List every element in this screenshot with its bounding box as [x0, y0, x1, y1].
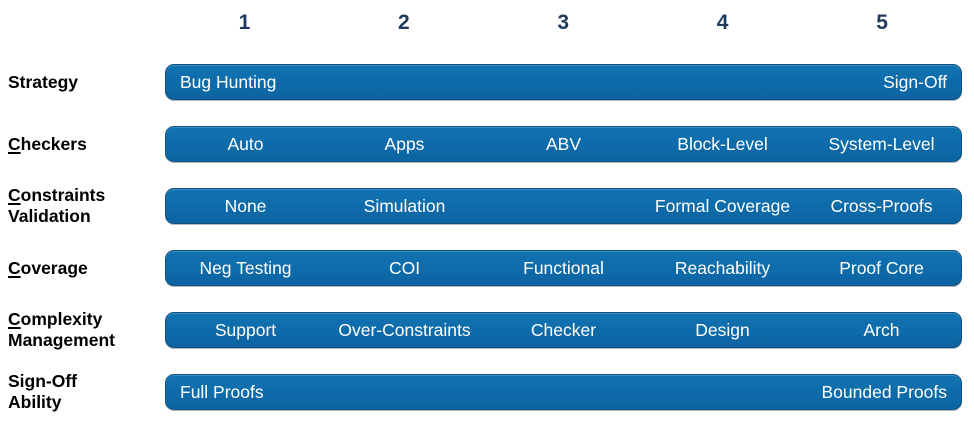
constraints-validation-level-4-value: Formal Coverage — [654, 195, 791, 216]
strategy-bar: Bug Hunting Sign-Off — [165, 64, 962, 100]
row-checkers: Checkers Auto Apps ABV Block-Level System-Lev… — [0, 126, 974, 162]
row-label-text: overage — [20, 257, 88, 278]
row-label-line1: Sign-Off — [8, 371, 159, 392]
level-number-2: 2 — [398, 11, 411, 34]
row-label-line1: Checkers — [8, 134, 159, 155]
row-label-line2: Ability — [8, 392, 62, 412]
level-number-4: 4 — [716, 11, 729, 34]
sign-off-ability-left-value: Full Proofs — [180, 381, 264, 402]
checkers-level-1-value: Auto — [227, 133, 264, 154]
constraints-validation-level-5-value: Cross-Proofs — [830, 195, 933, 216]
sign-off-ability-right-value: Bounded Proofs — [821, 381, 947, 402]
row-label-line1: Coverage — [8, 258, 159, 279]
row-label-line1: Complexity — [8, 309, 159, 330]
checkers-level-3-value: ABV — [545, 133, 582, 154]
checkers-level-5-value: System-Level — [828, 133, 935, 154]
constraints-validation-level-2-value: Simulation — [363, 195, 446, 216]
row-label-text: onstraints — [20, 185, 106, 205]
coverage-level-1-value: Neg Testing — [199, 257, 292, 278]
row-label-line2: Validation — [8, 206, 91, 226]
row-label-line1: Constraints — [8, 185, 159, 206]
level-number-5: 5 — [876, 11, 889, 34]
row-label-text: Sign-Off — [8, 371, 78, 391]
row-label-underlined-letter: C — [8, 257, 21, 278]
row-coverage: Coverage Neg Testing COI Functional Reachabi… — [0, 250, 974, 286]
checkers-level-4-value: Block-Level — [677, 133, 768, 154]
strategy-left-value: Bug Hunting — [180, 71, 277, 92]
constraints-validation-bar: None Simulation Formal Coverage Cross-Proof… — [165, 188, 962, 224]
coverage-level-2-value: COI — [388, 257, 421, 278]
checkers-level-2-value: Apps — [384, 133, 425, 154]
row-label-underlined-letter: C — [8, 185, 21, 205]
row-label-strategy: Strategy — [0, 72, 165, 93]
constraints-validation-level-1-value: None — [224, 195, 267, 216]
coverage-level-5-value: Proof Core — [839, 257, 924, 278]
row-label-text: omplexity — [20, 309, 103, 329]
row-label-line2: Management — [8, 330, 115, 350]
complexity-management-level-2-value: Over-Constraints — [338, 319, 471, 340]
coverage-bar: Neg Testing COI Functional Reachability Proo… — [165, 250, 962, 286]
coverage-level-3-value: Functional — [523, 257, 604, 278]
level-number-1: 1 — [238, 11, 251, 34]
maturity-level-header: 1 2 3 4 5 — [0, 0, 974, 38]
sign-off-ability-bar: Full Proofs Bounded Proofs — [165, 374, 962, 410]
level-numbers: 1 2 3 4 5 — [165, 11, 962, 35]
row-label-coverage: Coverage — [0, 258, 165, 279]
checkers-bar: Auto Apps ABV Block-Level System-Level — [165, 126, 962, 162]
strategy-right-value: Sign-Off — [883, 71, 947, 92]
row-label-line1: Strategy — [8, 72, 159, 93]
complexity-management-level-5-value: Arch — [863, 319, 900, 340]
complexity-management-level-4-value: Design — [695, 319, 750, 340]
row-label-underlined-letter: C — [8, 309, 21, 329]
coverage-level-4-value: Reachability — [674, 257, 771, 278]
complexity-management-level-3-value: Checker — [530, 319, 597, 340]
complexity-management-bar: Support Over-Constraints Checker Design Arch — [165, 312, 962, 348]
row-label-text: heckers — [20, 133, 87, 154]
complexity-management-level-1-value: Support — [214, 319, 277, 340]
row-label-underlined-letter: C — [8, 133, 21, 154]
level-number-3: 3 — [557, 11, 570, 34]
row-label-checkers: Checkers — [0, 134, 165, 155]
row-label-text: Strategy — [8, 71, 79, 92]
row-strategy: Strategy Bug Hunting Sign-Off — [0, 64, 974, 100]
